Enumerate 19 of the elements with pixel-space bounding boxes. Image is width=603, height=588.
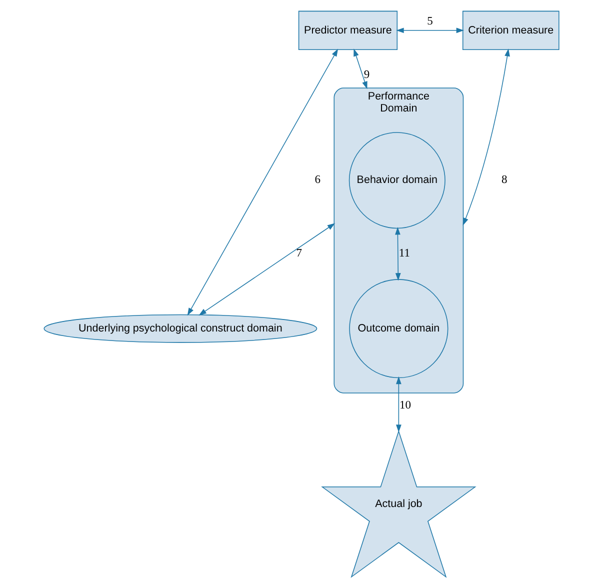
edge-label: 10 [399, 399, 411, 412]
arrow [198, 223, 336, 316]
edge-label: 9 [364, 69, 370, 82]
edge-label: 11 [398, 248, 410, 260]
node-box: Criterion measure [462, 10, 560, 50]
arrow [462, 48, 510, 226]
arrow [187, 48, 338, 316]
node-circle: Behavior domain [348, 132, 446, 229]
edge-label: 8 [501, 174, 508, 186]
arrow [396, 28, 464, 34]
node-box: Predictor measure [298, 10, 398, 50]
edge-label: 5 [427, 15, 433, 28]
edge-label: 7 [296, 248, 302, 260]
node-ellipse: Underlying psychological construct domain [44, 314, 318, 343]
arrow [395, 227, 401, 281]
arrow [354, 48, 368, 90]
edge-label: 6 [314, 174, 320, 186]
arrow [396, 376, 402, 432]
node-circle: Outcome domain [349, 279, 448, 378]
